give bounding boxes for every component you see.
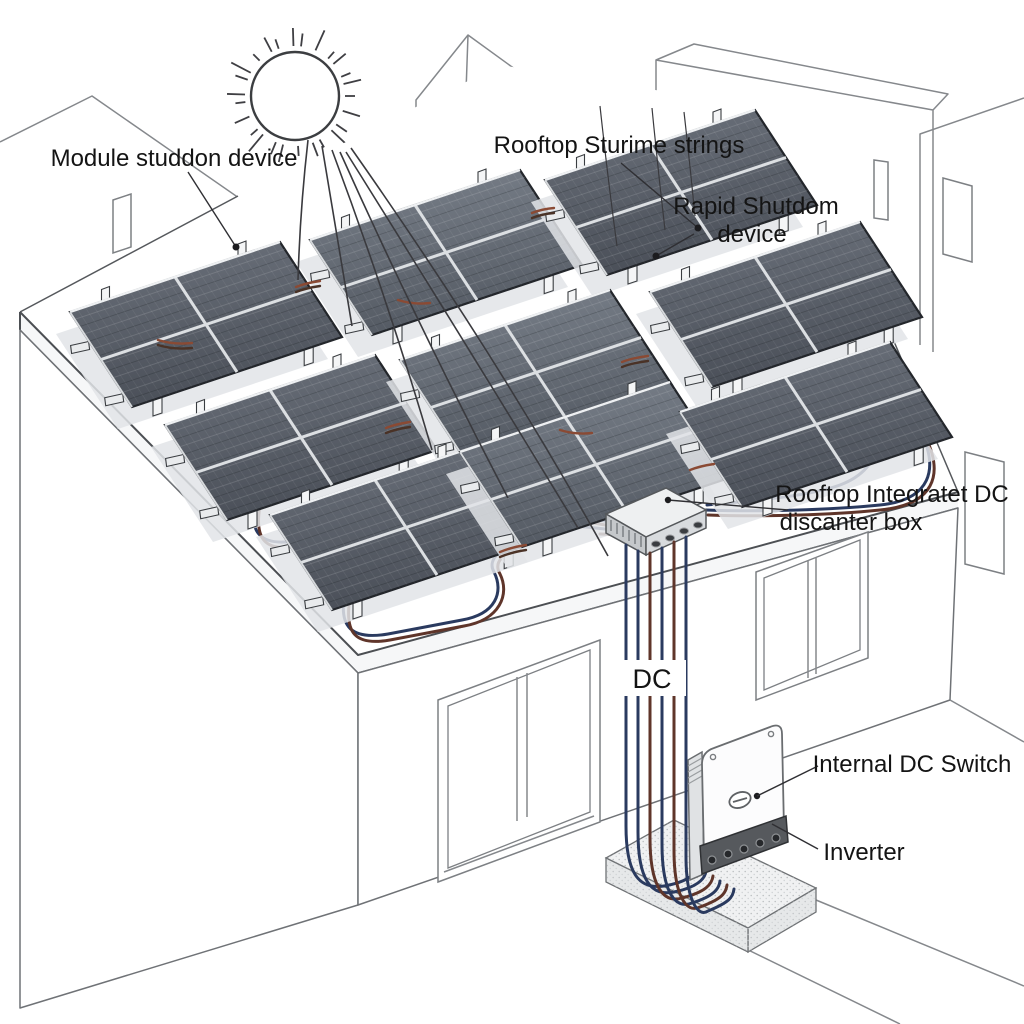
bg-window [112, 192, 132, 255]
label-dc-box-2: discanter box [780, 509, 923, 536]
label-rooftop-strings: Rooftop Sturime strings [494, 132, 745, 159]
inverter-ports [707, 833, 781, 865]
solar-panel-array [56, 108, 954, 632]
solar-panel [666, 340, 954, 529]
solar-panel [386, 288, 674, 477]
solar-panel [446, 380, 734, 569]
sun-icon [227, 28, 362, 163]
label-inverter: Inverter [823, 839, 904, 866]
sun-rays [297, 105, 696, 557]
label-rapid-shutdown-1: Rapid Shutdom [673, 193, 838, 220]
internal-dc-switch-knob [728, 791, 752, 809]
panel-jumper-wires [156, 206, 716, 559]
label-module-shutdown-device: Module studdon device [51, 145, 298, 172]
dc-connector-ports [651, 521, 703, 548]
inverter [687, 724, 789, 882]
solar-panel [56, 240, 344, 429]
rooftop-dc-disconnect-box [604, 487, 708, 557]
dc-label-backplate [618, 660, 686, 696]
dc-home-run-wires [624, 535, 736, 914]
label-dc-box-1: Rooftop Integratet DC [775, 481, 1008, 508]
solar-panel [636, 220, 924, 409]
label-dc: DC [633, 664, 672, 694]
solar-panel [296, 168, 584, 357]
label-rapid-shutdown-2: device [717, 221, 786, 248]
label-leaders [187, 162, 819, 850]
front-window [437, 638, 601, 884]
label-internal-dc-switch: Internal DC Switch [813, 751, 1012, 778]
side-window [755, 530, 869, 702]
solar-panel [531, 108, 819, 297]
